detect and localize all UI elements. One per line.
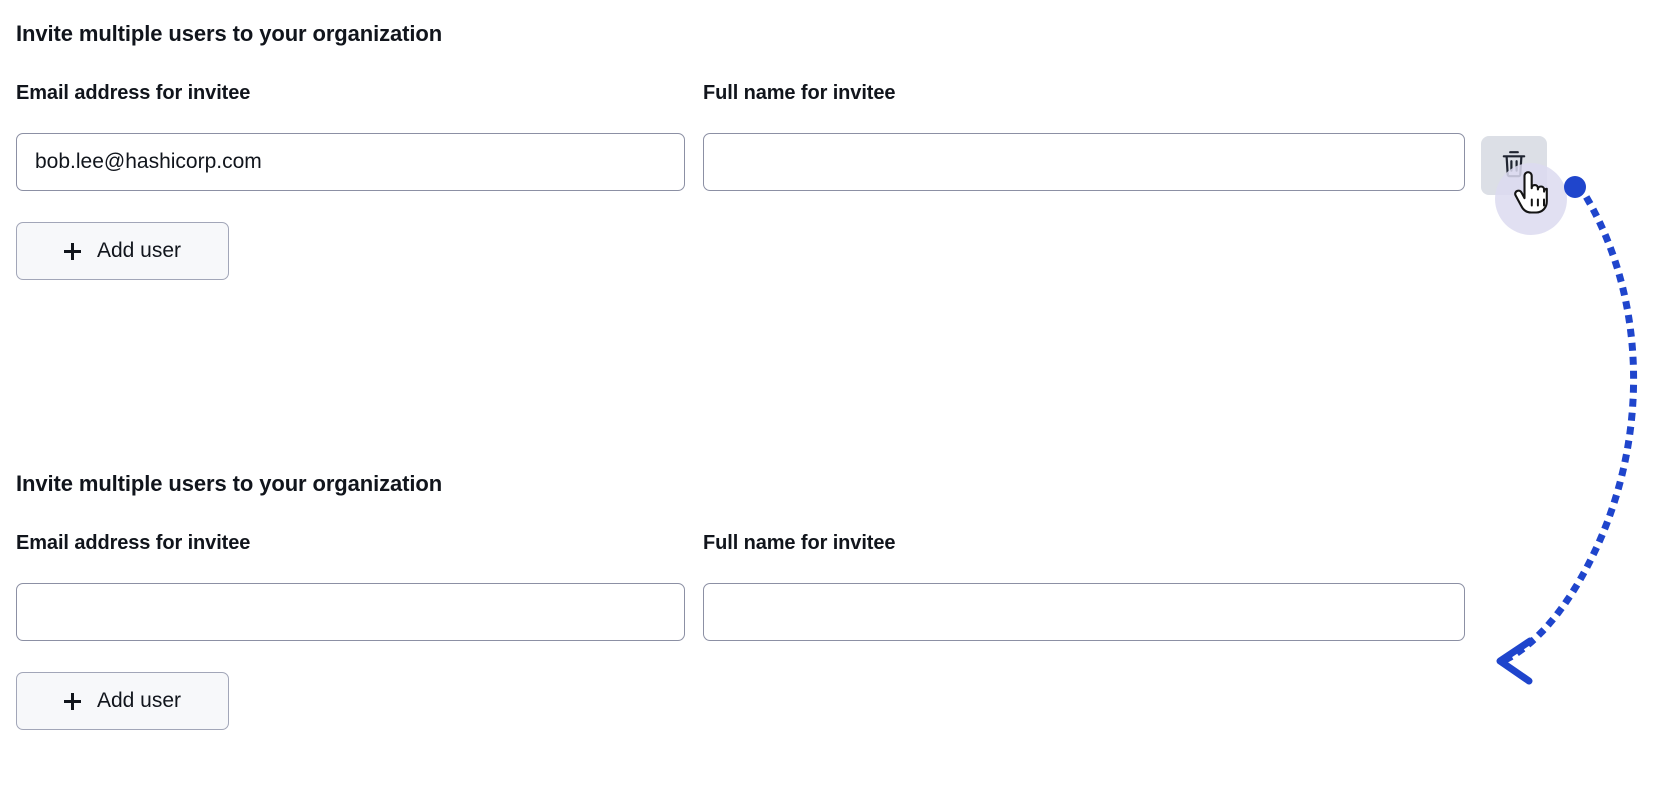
email-field-label: Email address for invitee: [16, 82, 251, 104]
plus-icon: [63, 242, 81, 260]
add-user-button-label-2: Add user: [96, 689, 182, 712]
add-user-button-label: Add user: [96, 239, 182, 262]
full-name-field-label-2: Full name for invitee: [703, 532, 896, 554]
page-title: Invite multiple users to your organizati…: [16, 21, 443, 46]
add-user-button-2[interactable]: Add user: [16, 672, 229, 730]
email-input-2[interactable]: [16, 583, 685, 641]
email-input[interactable]: [16, 133, 685, 191]
email-field-label-2: Email address for invitee: [16, 532, 251, 554]
add-user-button[interactable]: Add user: [16, 222, 229, 280]
full-name-field-label: Full name for invitee: [703, 82, 896, 104]
trash-icon: [1501, 150, 1527, 181]
full-name-input[interactable]: [703, 133, 1465, 191]
annotation-start-dot: [1564, 176, 1586, 198]
plus-icon-2: [63, 692, 81, 710]
page-title-2: Invite multiple users to your organizati…: [16, 471, 443, 496]
full-name-input-2[interactable]: [703, 583, 1465, 641]
delete-row-button[interactable]: [1481, 136, 1547, 195]
